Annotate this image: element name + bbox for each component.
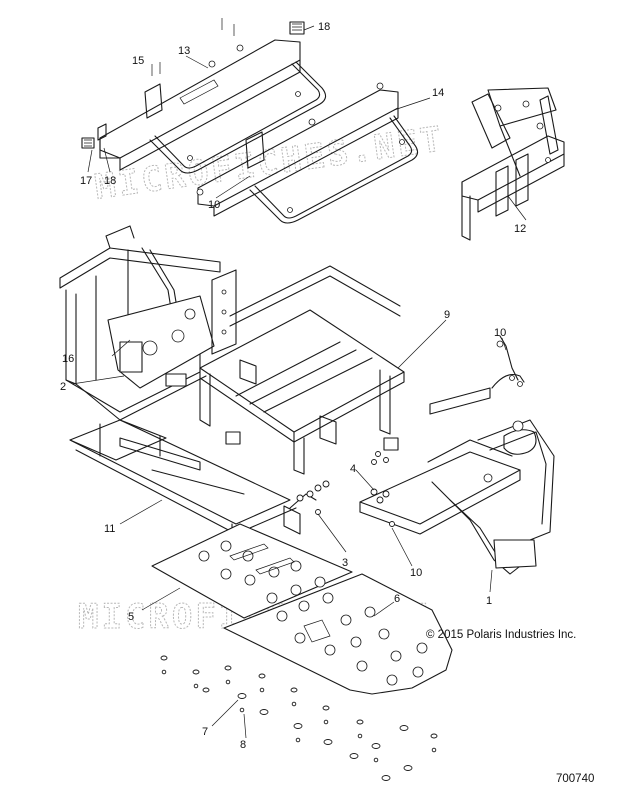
part-14-cargo-frame bbox=[196, 82, 419, 224]
callout-10-top: 10 bbox=[208, 199, 220, 211]
leader-lines bbox=[71, 25, 527, 739]
callout-12: 12 bbox=[514, 223, 526, 235]
callout-3: 3 bbox=[342, 557, 348, 569]
fastener-group-4 bbox=[370, 451, 395, 527]
part-13-cargo-frame bbox=[81, 18, 327, 174]
part-12-rear-bracket bbox=[461, 87, 565, 241]
callout-4: 4 bbox=[350, 463, 356, 475]
callout-5: 5 bbox=[128, 611, 134, 623]
callout-17: 17 bbox=[80, 175, 92, 187]
part-7-8-grommets bbox=[160, 655, 438, 781]
copyright-notice: © 2015 Polaris Industries Inc. bbox=[426, 629, 576, 641]
callout-1: 1 bbox=[486, 595, 492, 607]
part-11-floor-frame bbox=[69, 419, 317, 545]
callout-14: 14 bbox=[432, 87, 444, 99]
callout-8: 8 bbox=[240, 739, 246, 751]
callout-10-right: 10 bbox=[494, 327, 506, 339]
callout-9: 9 bbox=[444, 309, 450, 321]
diagram-number: 700740 bbox=[556, 773, 594, 785]
part-1-rear-frame bbox=[359, 335, 555, 575]
part-9-main-frame-rails bbox=[199, 265, 405, 475]
part-6-skid-plate bbox=[223, 573, 453, 695]
fastener-group-3 bbox=[296, 480, 330, 515]
callout-11: 11 bbox=[104, 523, 115, 535]
callout-18-lower: 18 bbox=[104, 175, 116, 187]
part-2-main-frame-front bbox=[59, 225, 237, 421]
part-5-skid-plate bbox=[151, 523, 353, 619]
callout-16: 16 bbox=[62, 353, 74, 365]
callout-15: 15 bbox=[132, 55, 144, 67]
callout-2: 2 bbox=[60, 381, 66, 393]
callout-6: 6 bbox=[394, 593, 400, 605]
callout-18-upper: 18 bbox=[318, 21, 330, 33]
callout-7: 7 bbox=[202, 726, 208, 738]
callout-13: 13 bbox=[178, 45, 190, 57]
callout-10-lower: 10 bbox=[410, 567, 422, 579]
